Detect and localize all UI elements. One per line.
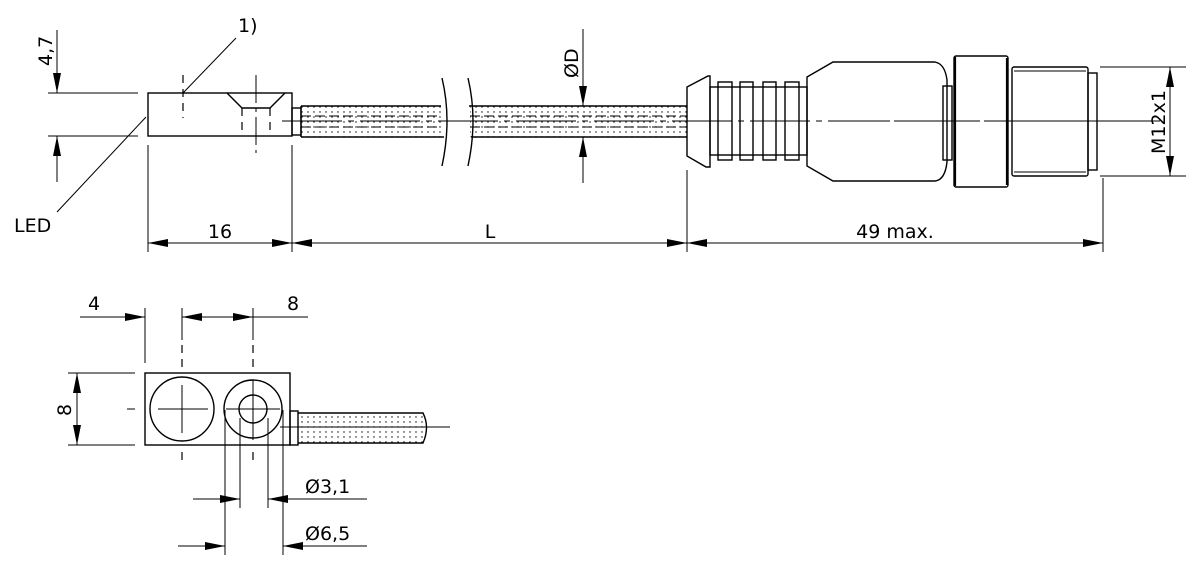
body-length-label: 16	[208, 221, 232, 243]
height-dimension: 4,7	[35, 30, 138, 182]
cable-side-view	[291, 77, 687, 167]
hole-offset-label: 4	[88, 293, 100, 315]
hole-small-dia-label: Ø3,1	[305, 476, 350, 498]
height-dim-label: 4,7	[35, 36, 57, 66]
sensor-body-top-view	[127, 345, 450, 465]
m12-connector	[686, 55, 1160, 188]
hole-diameter-dimensions: Ø3,1 Ø6,5	[178, 410, 367, 555]
body-width-label: 8	[54, 404, 76, 416]
hole-large-dia-label: Ø6,5	[305, 523, 350, 545]
led-label: LED	[14, 215, 51, 237]
hole-position-dimensions: 4 8	[80, 293, 308, 363]
thread-label: M12x1	[1148, 90, 1170, 154]
cable-diameter-dimension: ØD	[561, 29, 587, 183]
body-width-dimension: 8	[54, 372, 135, 446]
connector-length-label: 49 max.	[856, 221, 934, 243]
cable-diameter-label: ØD	[561, 48, 583, 78]
cable-length-label: L	[485, 221, 496, 243]
leaders: 1) LED	[14, 15, 258, 237]
length-dimensions: 16 L 49 max.	[147, 145, 1104, 252]
hole-spacing-label: 8	[287, 293, 299, 315]
thread-dimension: M12x1	[1100, 66, 1186, 177]
note-ref-label: 1)	[238, 15, 258, 37]
